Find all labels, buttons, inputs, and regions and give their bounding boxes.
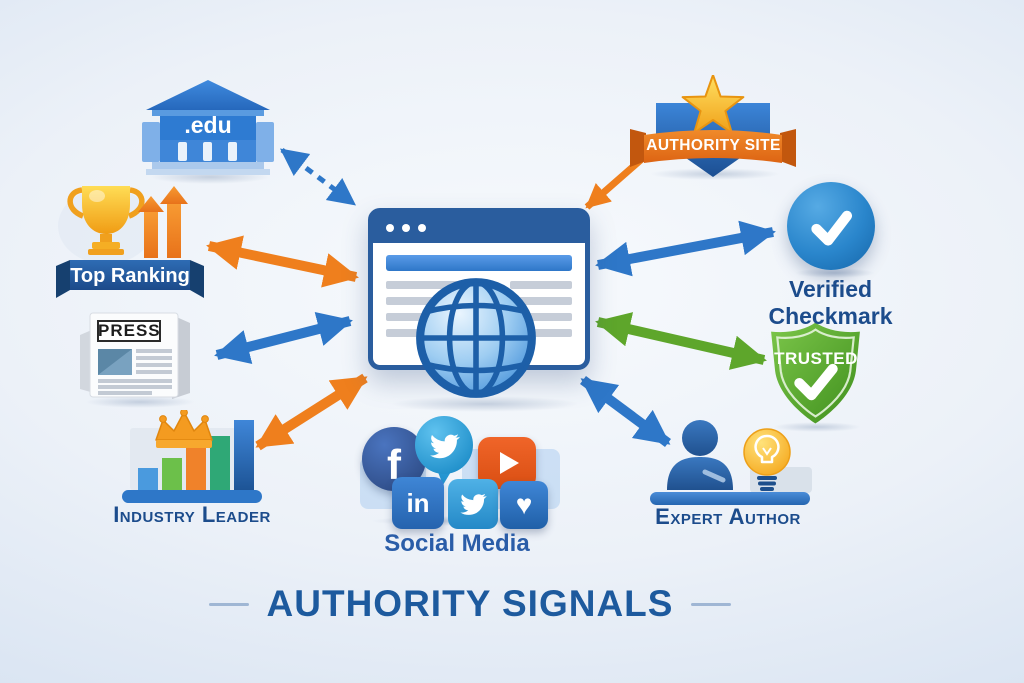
text-line [522, 313, 572, 321]
window-dot [418, 224, 426, 232]
social-media-label: Social Media [384, 530, 530, 557]
social-media-node: f in [350, 415, 565, 535]
checkmark-icon [811, 210, 853, 246]
top-ranking-ribbon [70, 260, 190, 290]
text-line [530, 329, 572, 337]
person-silhouette-icon [667, 420, 733, 490]
facebook-glyph: f [387, 441, 401, 488]
star-icon [681, 74, 745, 134]
play-glyph [500, 452, 519, 474]
industry-leader-node [110, 408, 274, 519]
press-label: PRESS [98, 321, 161, 340]
verified-checkmark-label: Verified Checkmark [768, 276, 893, 329]
expert-author-label: Expert Author [655, 504, 801, 529]
edu-label: .edu [184, 112, 232, 138]
expert-author-node [645, 412, 820, 517]
text-line [386, 313, 450, 321]
arrow-press-website [214, 311, 353, 365]
shadow [773, 422, 861, 432]
text-line [510, 281, 572, 289]
text-line [386, 281, 468, 289]
bar-chart-crown-icon [122, 408, 262, 503]
press-node [72, 305, 202, 410]
newspaper-icon [80, 312, 190, 399]
text-line [386, 329, 440, 337]
shadow [795, 268, 875, 278]
arrow-edu-website [280, 148, 356, 206]
title-divider-left [208, 602, 249, 606]
text-line [516, 297, 572, 305]
authority-badge-icon [630, 74, 796, 177]
title-divider-right [691, 602, 732, 606]
crown-icon [155, 408, 213, 448]
arrow-verified-website [595, 220, 776, 277]
lightbulb-icon [743, 428, 791, 491]
verified-checkmark-node [787, 182, 875, 270]
trusted-node [763, 318, 868, 435]
arrow-expert-author-website [580, 375, 671, 448]
authority-ribbon [644, 130, 782, 163]
twitter-bubble-icon [415, 416, 473, 485]
text-line [386, 297, 460, 305]
authority-site-node [628, 74, 798, 195]
linkedin-icon: in [392, 477, 444, 529]
window-dot [386, 224, 394, 232]
trusted-label: TRUSTED [774, 349, 858, 368]
title-row: AUTHORITY SIGNALS [0, 583, 940, 625]
globe-icon [416, 278, 536, 398]
trophy-icon [56, 186, 204, 298]
arrow-authority-site-website [584, 155, 646, 210]
trusted-shield-icon [771, 322, 860, 424]
arrow-trusted-website [595, 312, 767, 370]
page-banner [386, 255, 572, 271]
twitter-square-icon [448, 479, 498, 529]
page-title: AUTHORITY SIGNALS [266, 583, 674, 624]
expert-author-icon [650, 420, 812, 505]
browser-titlebar [373, 213, 585, 243]
arrow-top-ranking-website [206, 235, 359, 288]
authority-site-label: AUTHORITY SITE [646, 137, 781, 154]
ribbon-tail [630, 129, 646, 167]
top-ranking-label: Top Ranking [70, 265, 190, 287]
press-headline-box [97, 320, 161, 342]
top-ranking-node [50, 178, 210, 308]
shadow [85, 396, 195, 408]
check-glyph [794, 363, 838, 401]
edu-node [138, 78, 278, 183]
linkedin-glyph: in [406, 487, 430, 518]
industry-leader-label: Industry Leader [113, 502, 271, 527]
shadow [390, 396, 580, 412]
arrow-industry-leader-website [255, 373, 368, 451]
window-dot [402, 224, 410, 232]
heart-icon [500, 481, 548, 529]
ribbon-tail [56, 260, 70, 298]
university-building-icon [142, 80, 274, 175]
